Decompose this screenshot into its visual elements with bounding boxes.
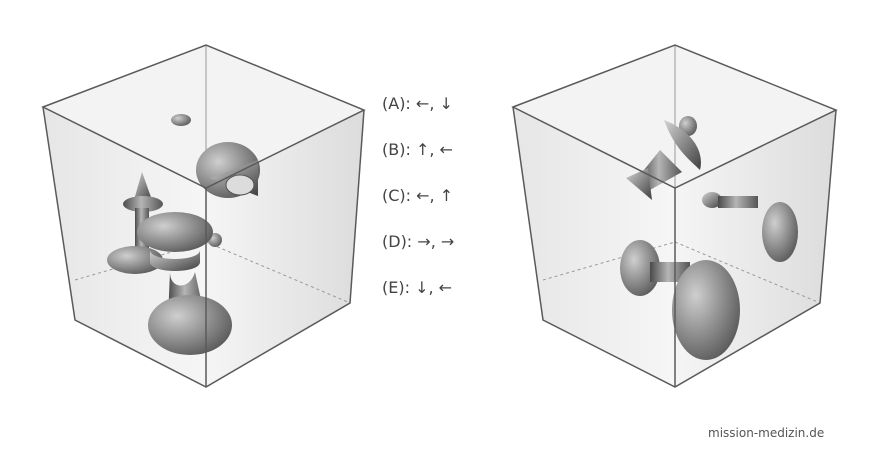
option-label: (B):: [382, 140, 411, 159]
option-b[interactable]: (B): ↑, ←: [382, 138, 502, 184]
option-label: (E):: [382, 278, 410, 297]
credit-text: mission-medizin.de: [708, 426, 825, 440]
large-disc-shape: [672, 260, 740, 360]
option-arrows: ←, ↑: [416, 186, 454, 205]
cone-spike-shape: [134, 172, 152, 200]
option-d[interactable]: (D): →, →: [382, 230, 502, 276]
left-cube-top-face: [43, 45, 364, 188]
option-label: (A):: [382, 94, 411, 113]
mushroom-cap-shape: [137, 212, 213, 252]
option-arrows: →, →: [417, 232, 455, 251]
option-c[interactable]: (C): ←, ↑: [382, 184, 502, 230]
option-a[interactable]: (A): ←, ↓: [382, 92, 502, 138]
option-arrows: ↓, ←: [415, 278, 453, 297]
option-e[interactable]: (E): ↓, ←: [382, 276, 502, 322]
option-arrows: ↑, ←: [415, 140, 453, 159]
answer-options: (A): ←, ↓ (B): ↑, ← (C): ←, ↑ (D): →, → …: [382, 92, 502, 322]
horn-shape: [640, 150, 682, 190]
option-label: (C):: [382, 186, 412, 205]
left-cube: [41, 44, 366, 388]
mushroom-base-shape: [148, 295, 232, 355]
right-cube: [511, 44, 838, 388]
tilted-disc-shape: [762, 202, 798, 262]
small-disc-shape: [171, 114, 191, 126]
option-arrows: ←, ↓: [415, 94, 453, 113]
option-label: (D):: [382, 232, 413, 251]
